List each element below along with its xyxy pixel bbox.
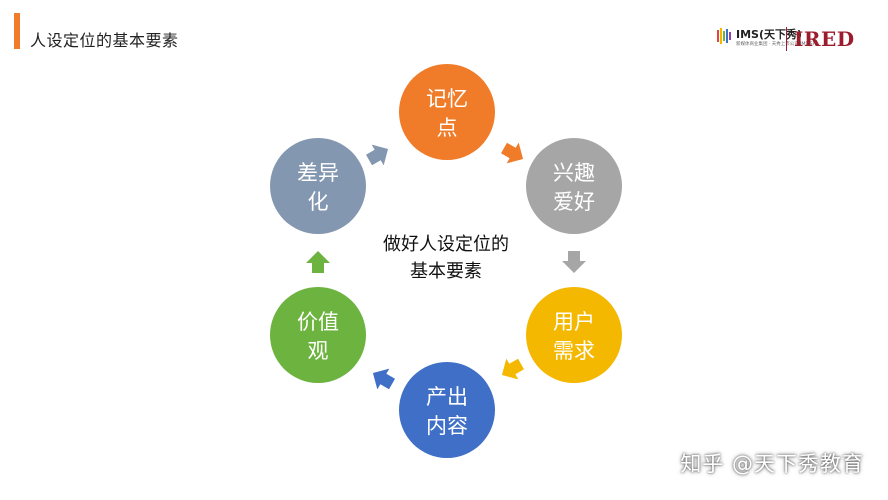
arrow-memory-to-interest bbox=[501, 142, 524, 164]
node-needs-line2: 需求 bbox=[553, 339, 595, 363]
node-content-line2: 内容 bbox=[426, 414, 468, 438]
node-differ-circle bbox=[270, 138, 366, 234]
node-differ: 差异 化 bbox=[270, 138, 366, 234]
center-label-line2: 基本要素 bbox=[410, 261, 482, 282]
node-memory-circle bbox=[399, 64, 495, 160]
ims-logo-icon bbox=[717, 28, 731, 44]
logo-divider bbox=[786, 27, 787, 51]
node-values: 价值 观 bbox=[270, 287, 366, 383]
page-title: 人设定位的基本要素 bbox=[30, 31, 179, 50]
node-memory-line1: 记忆 bbox=[426, 87, 468, 111]
node-needs-line1: 用户 bbox=[553, 310, 595, 334]
node-values-circle bbox=[270, 287, 366, 383]
node-interest-line1: 兴趣 bbox=[553, 161, 595, 185]
arrow-values-to-differ bbox=[306, 251, 330, 273]
ired-logo: IRED bbox=[794, 27, 855, 51]
node-values-line2: 观 bbox=[308, 339, 329, 363]
node-interest-line2: 爱好 bbox=[553, 190, 595, 214]
arrow-interest-to-needs bbox=[562, 251, 586, 273]
node-content-line1: 产出 bbox=[426, 385, 468, 409]
node-memory-line2: 点 bbox=[437, 116, 458, 140]
node-needs: 用户 需求 bbox=[526, 287, 622, 383]
center-label-line1: 做好人设定位的 bbox=[383, 234, 509, 255]
node-differ-line1: 差异 bbox=[297, 161, 339, 185]
node-memory: 记忆 点 bbox=[399, 64, 495, 160]
title-accent-bar bbox=[14, 13, 20, 49]
ims-logo-text: IMS(天下秀) bbox=[736, 28, 803, 41]
node-content: 产出 内容 bbox=[399, 362, 495, 458]
node-interest: 兴趣 爱好 bbox=[526, 138, 622, 234]
node-values-line1: 价值 bbox=[297, 310, 339, 334]
arrow-differ-to-memory bbox=[366, 144, 389, 166]
watermark: 知乎 @天下秀教育 bbox=[680, 452, 864, 476]
arrow-needs-to-content bbox=[501, 358, 524, 380]
arrow-content-to-values bbox=[372, 368, 395, 390]
node-needs-circle bbox=[526, 287, 622, 383]
node-differ-line2: 化 bbox=[308, 190, 329, 214]
node-content-circle bbox=[399, 362, 495, 458]
logo-area: IMS(天下秀) 新媒体商业集团 · 天秀上市公司 IMS.SH IRED bbox=[716, 24, 866, 58]
ims-logo-subtitle: 新媒体商业集团 · 天秀上市公司 IMS.SH bbox=[736, 42, 816, 47]
node-interest-circle bbox=[526, 138, 622, 234]
